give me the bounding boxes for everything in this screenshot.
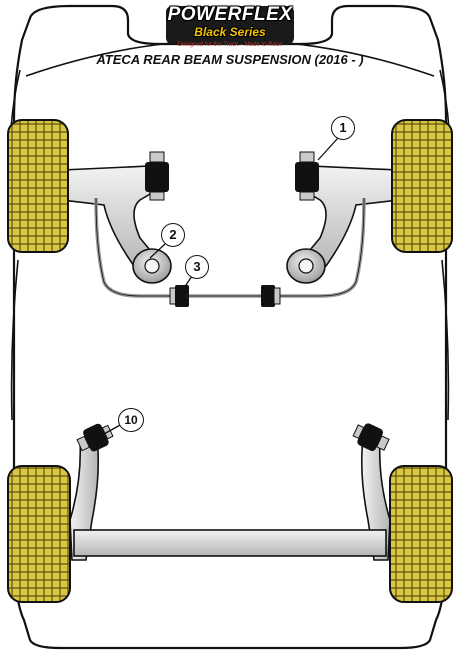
front-right-bush (295, 151, 319, 201)
car-body-outline (12, 4, 448, 650)
brand-series-text: Black Series (194, 25, 266, 39)
leader-3 (183, 275, 193, 289)
rear-beam (73, 529, 387, 557)
rear-right-trailing-arm (360, 428, 391, 561)
diagram-title: ATECA REAR BEAM SUSPENSION (2016 - ) (96, 52, 364, 67)
arb-left-bush (169, 285, 189, 307)
front-left-bush (145, 151, 169, 201)
rear-left-trailing-arm (69, 428, 100, 561)
callout-2: 2 (161, 223, 185, 247)
rear-right-tyre (389, 465, 453, 603)
car-lower-left (10, 259, 19, 421)
front-left-hub-bush (144, 258, 160, 274)
callout-3: 3 (185, 255, 209, 279)
callout-1: 1 (331, 116, 355, 140)
leader-1 (317, 137, 339, 161)
car-lower-right (441, 259, 450, 421)
front-right-hub-bush (298, 258, 314, 274)
front-left-tyre (7, 119, 69, 253)
rear-right-bush (352, 423, 390, 451)
front-right-tyre (391, 119, 453, 253)
logo-emblem (166, 6, 294, 44)
brand-logo-text: POWERFLEX (167, 4, 293, 25)
brand-tagline: Designed for the Track – Made to Race (177, 42, 283, 48)
leader-2 (149, 243, 166, 259)
arb-right-bush (261, 285, 281, 307)
rear-left-tyre (7, 465, 71, 603)
callout-10: 10 (118, 408, 144, 432)
